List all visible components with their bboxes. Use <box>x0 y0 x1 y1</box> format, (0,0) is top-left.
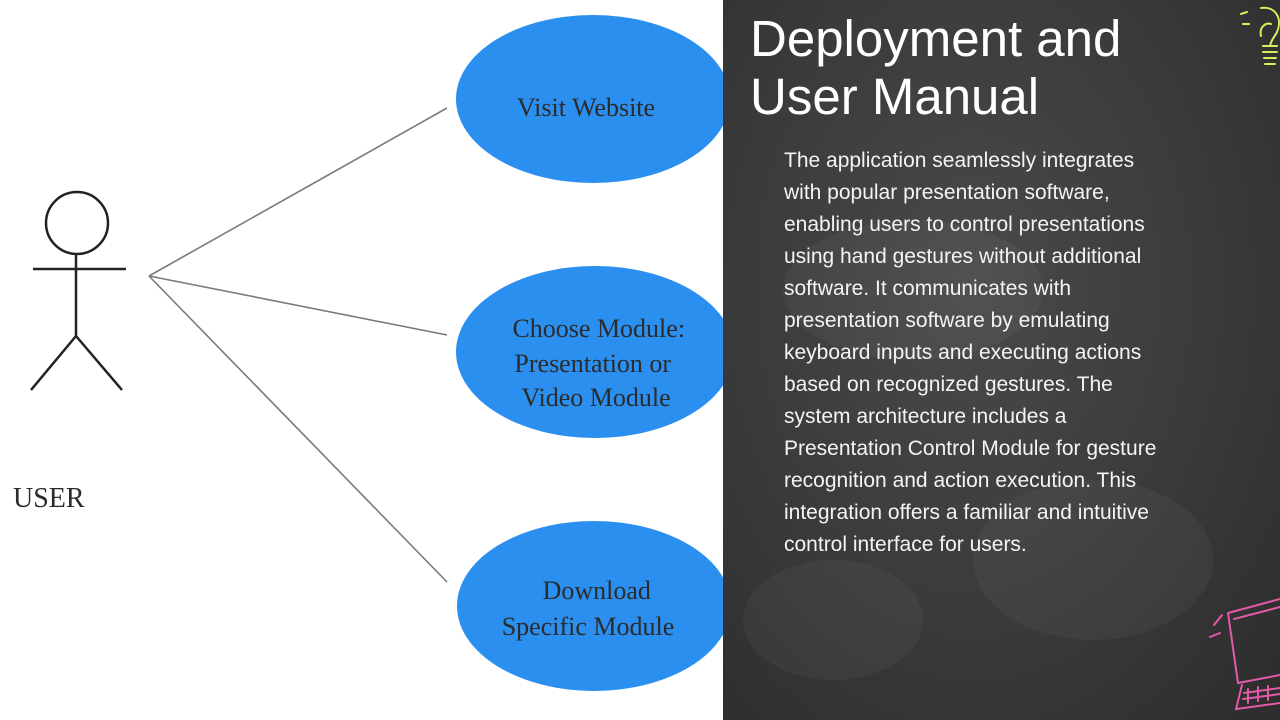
chalk-smudge <box>783 220 1043 360</box>
association-line-choose <box>148 275 448 336</box>
use-case-download-line-2: Specific Module <box>502 612 675 641</box>
use-case-visit-label: Visit Website <box>517 93 655 122</box>
use-case-download-line-1: Download <box>543 576 651 605</box>
use-case-choose-module <box>456 266 723 438</box>
actor-right-leg <box>75 335 123 391</box>
use-case-download-module <box>457 521 723 691</box>
chalk-smudge <box>743 560 923 680</box>
slide-body-text: The application seamlessly integrates wi… <box>784 149 1157 556</box>
use-case-choose-line-1: Choose Module: <box>512 314 685 343</box>
use-case-visit-website <box>456 15 723 183</box>
slide-title: Deployment and User Manual <box>750 10 1122 125</box>
lightbulb-icon <box>1240 6 1280 65</box>
diagram-canvas: USER Visit Website Choose Module: Presen… <box>13 15 723 691</box>
use-case-choose-line-2: Presentation or <box>514 349 671 378</box>
association-line-download <box>148 275 448 583</box>
laptop-icon <box>1209 598 1280 711</box>
actor-label: USER <box>13 483 85 514</box>
chalkboard-panel: Deployment and User Manual The applicati… <box>723 0 1280 720</box>
use-case-choose-label: Choose Module: Presentation or Video Mod… <box>512 314 691 412</box>
chalk-smudge <box>973 480 1213 640</box>
use-case-visit-line-1: Visit Website <box>517 93 655 122</box>
use-case-choose-line-3: Video Module <box>521 383 670 412</box>
association-line-visit <box>148 107 448 277</box>
actor-left-leg <box>30 335 77 391</box>
actor-head <box>44 190 110 256</box>
user-actor <box>30 190 126 391</box>
use-case-diagram: USER Visit Website Choose Module: Presen… <box>13 15 723 691</box>
use-case-download-label: Download Specific Module <box>502 576 675 641</box>
